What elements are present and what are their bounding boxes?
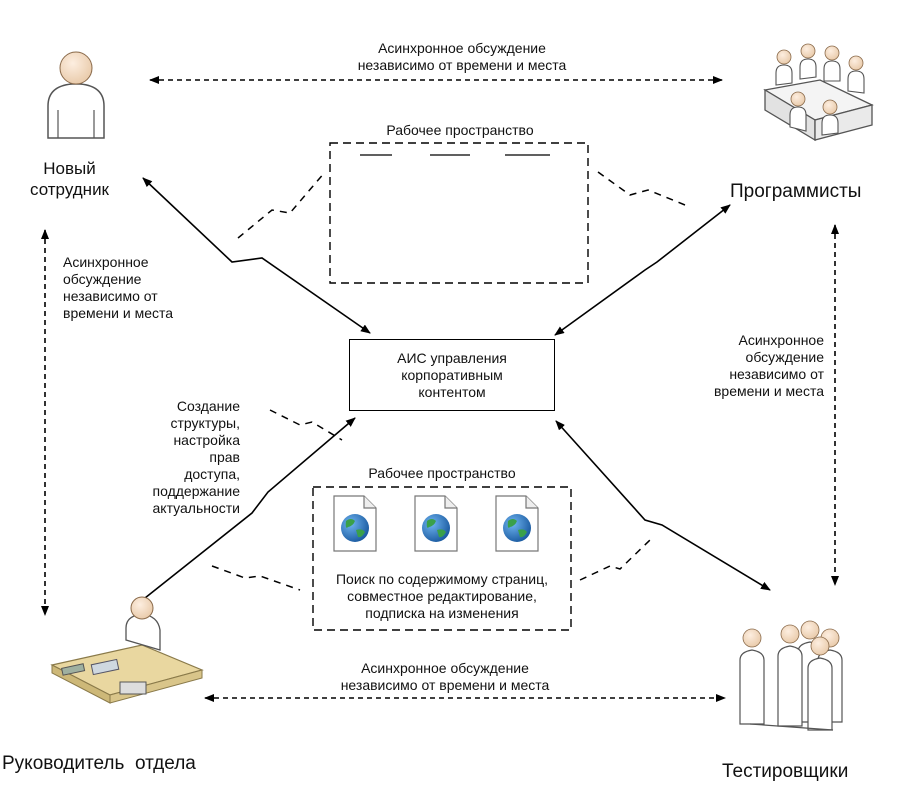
- edge-bottom-label: Асинхронное обсуждение независимо от вре…: [340, 660, 550, 693]
- meeting-table-icon: [763, 43, 874, 142]
- edge-right-label: Асинхронное обсуждение независимо от вре…: [713, 332, 824, 399]
- edge-top-label: Асинхронное обсуждение независимо от вре…: [357, 40, 567, 73]
- link-testers: [555, 420, 771, 591]
- role-testers: Тестировщики: [722, 761, 849, 782]
- edge-head-to-system-label: Создание структуры, настройка прав досту…: [152, 398, 240, 516]
- people-group-icon: [739, 620, 843, 731]
- role-programmers: Программисты: [730, 181, 862, 202]
- globe-document-icon: [414, 495, 458, 552]
- link-new-employee: [142, 177, 371, 334]
- link-department-head: [144, 417, 356, 599]
- workspace-bottom-features: Поиск по содержимому страниц, совместное…: [335, 571, 549, 621]
- role-department-head: Руководитель отдела: [2, 753, 196, 774]
- globe-document-icon: [495, 495, 539, 552]
- workspace-connectors: [211, 171, 686, 591]
- central-system-label: АИС управления корпоративным контентом: [397, 349, 507, 400]
- link-programmers: [554, 204, 731, 336]
- desk-worker-icon: [50, 596, 204, 704]
- workspace-bottom-title: Рабочее пространство: [368, 465, 516, 481]
- edge-left-label: Асинхронное обсуждение независимо от вре…: [63, 254, 174, 321]
- workspace-top-title: Рабочее пространство: [386, 122, 534, 138]
- central-system-box: АИС управления корпоративным контентом: [349, 339, 555, 411]
- workspace-top-box: [329, 142, 589, 284]
- role-new-employee: Новый сотрудник: [30, 159, 109, 199]
- person-icon: [47, 51, 105, 139]
- globe-document-icon: [333, 495, 377, 552]
